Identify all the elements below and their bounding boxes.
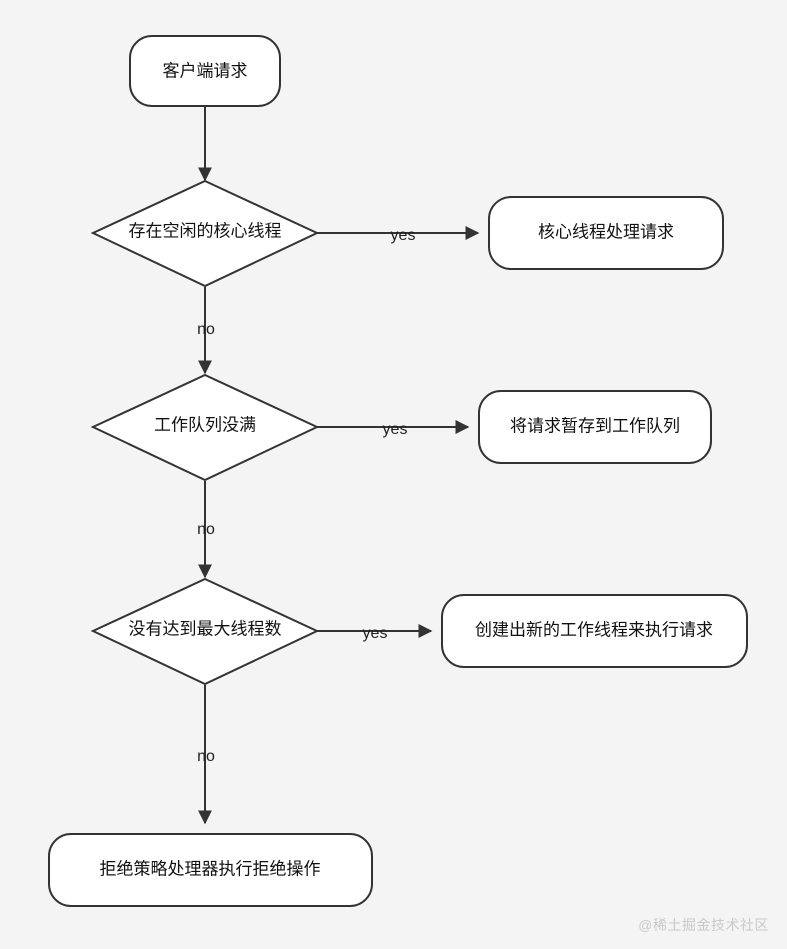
node-core-handle[interactable]: 核心线程处理请求 [488,196,724,270]
node-queue-notfull-label: 工作队列没满 [154,415,256,434]
node-create-worker[interactable]: 创建出新的工作线程来执行请求 [441,594,748,668]
edge-label-no-1: no [197,321,215,338]
node-has-idle-core-label: 存在空闲的核心线程 [129,221,282,240]
edge-under-max-yes: yes [317,624,433,642]
edge-label-yes-1: yes [391,227,416,244]
node-start-label: 客户端请求 [163,61,248,80]
node-queue-store-label: 将请求暂存到工作队列 [510,416,680,435]
node-under-max-label: 没有达到最大线程数 [129,619,282,638]
edge-queue-notfull-yes: yes [317,420,470,438]
edge-has-idle-core-yes: yes [317,226,480,244]
edge-under-max-no: no [197,685,215,825]
node-queue-store[interactable]: 将请求暂存到工作队列 [478,390,712,464]
edge-label-yes-3: yes [363,625,388,642]
node-under-max[interactable]: 没有达到最大线程数 [90,577,320,686]
watermark: @稀土掘金技术社区 [638,917,769,933]
node-create-worker-label: 创建出新的工作线程来执行请求 [475,620,713,639]
edge-label-no-3: no [197,748,215,765]
node-reject-label: 拒绝策略处理器执行拒绝操作 [100,859,321,878]
node-core-handle-label: 核心线程处理请求 [538,222,674,241]
node-has-idle-core[interactable]: 存在空闲的核心线程 [90,179,320,288]
edge-queue-notfull-no: no [197,481,215,579]
edge-label-yes-2: yes [383,421,408,438]
edge-label-no-2: no [197,521,215,538]
edge-has-idle-core-no: no [197,287,215,375]
node-reject[interactable]: 拒绝策略处理器执行拒绝操作 [48,833,373,907]
node-start[interactable]: 客户端请求 [129,35,281,107]
node-queue-notfull[interactable]: 工作队列没满 [90,373,320,482]
